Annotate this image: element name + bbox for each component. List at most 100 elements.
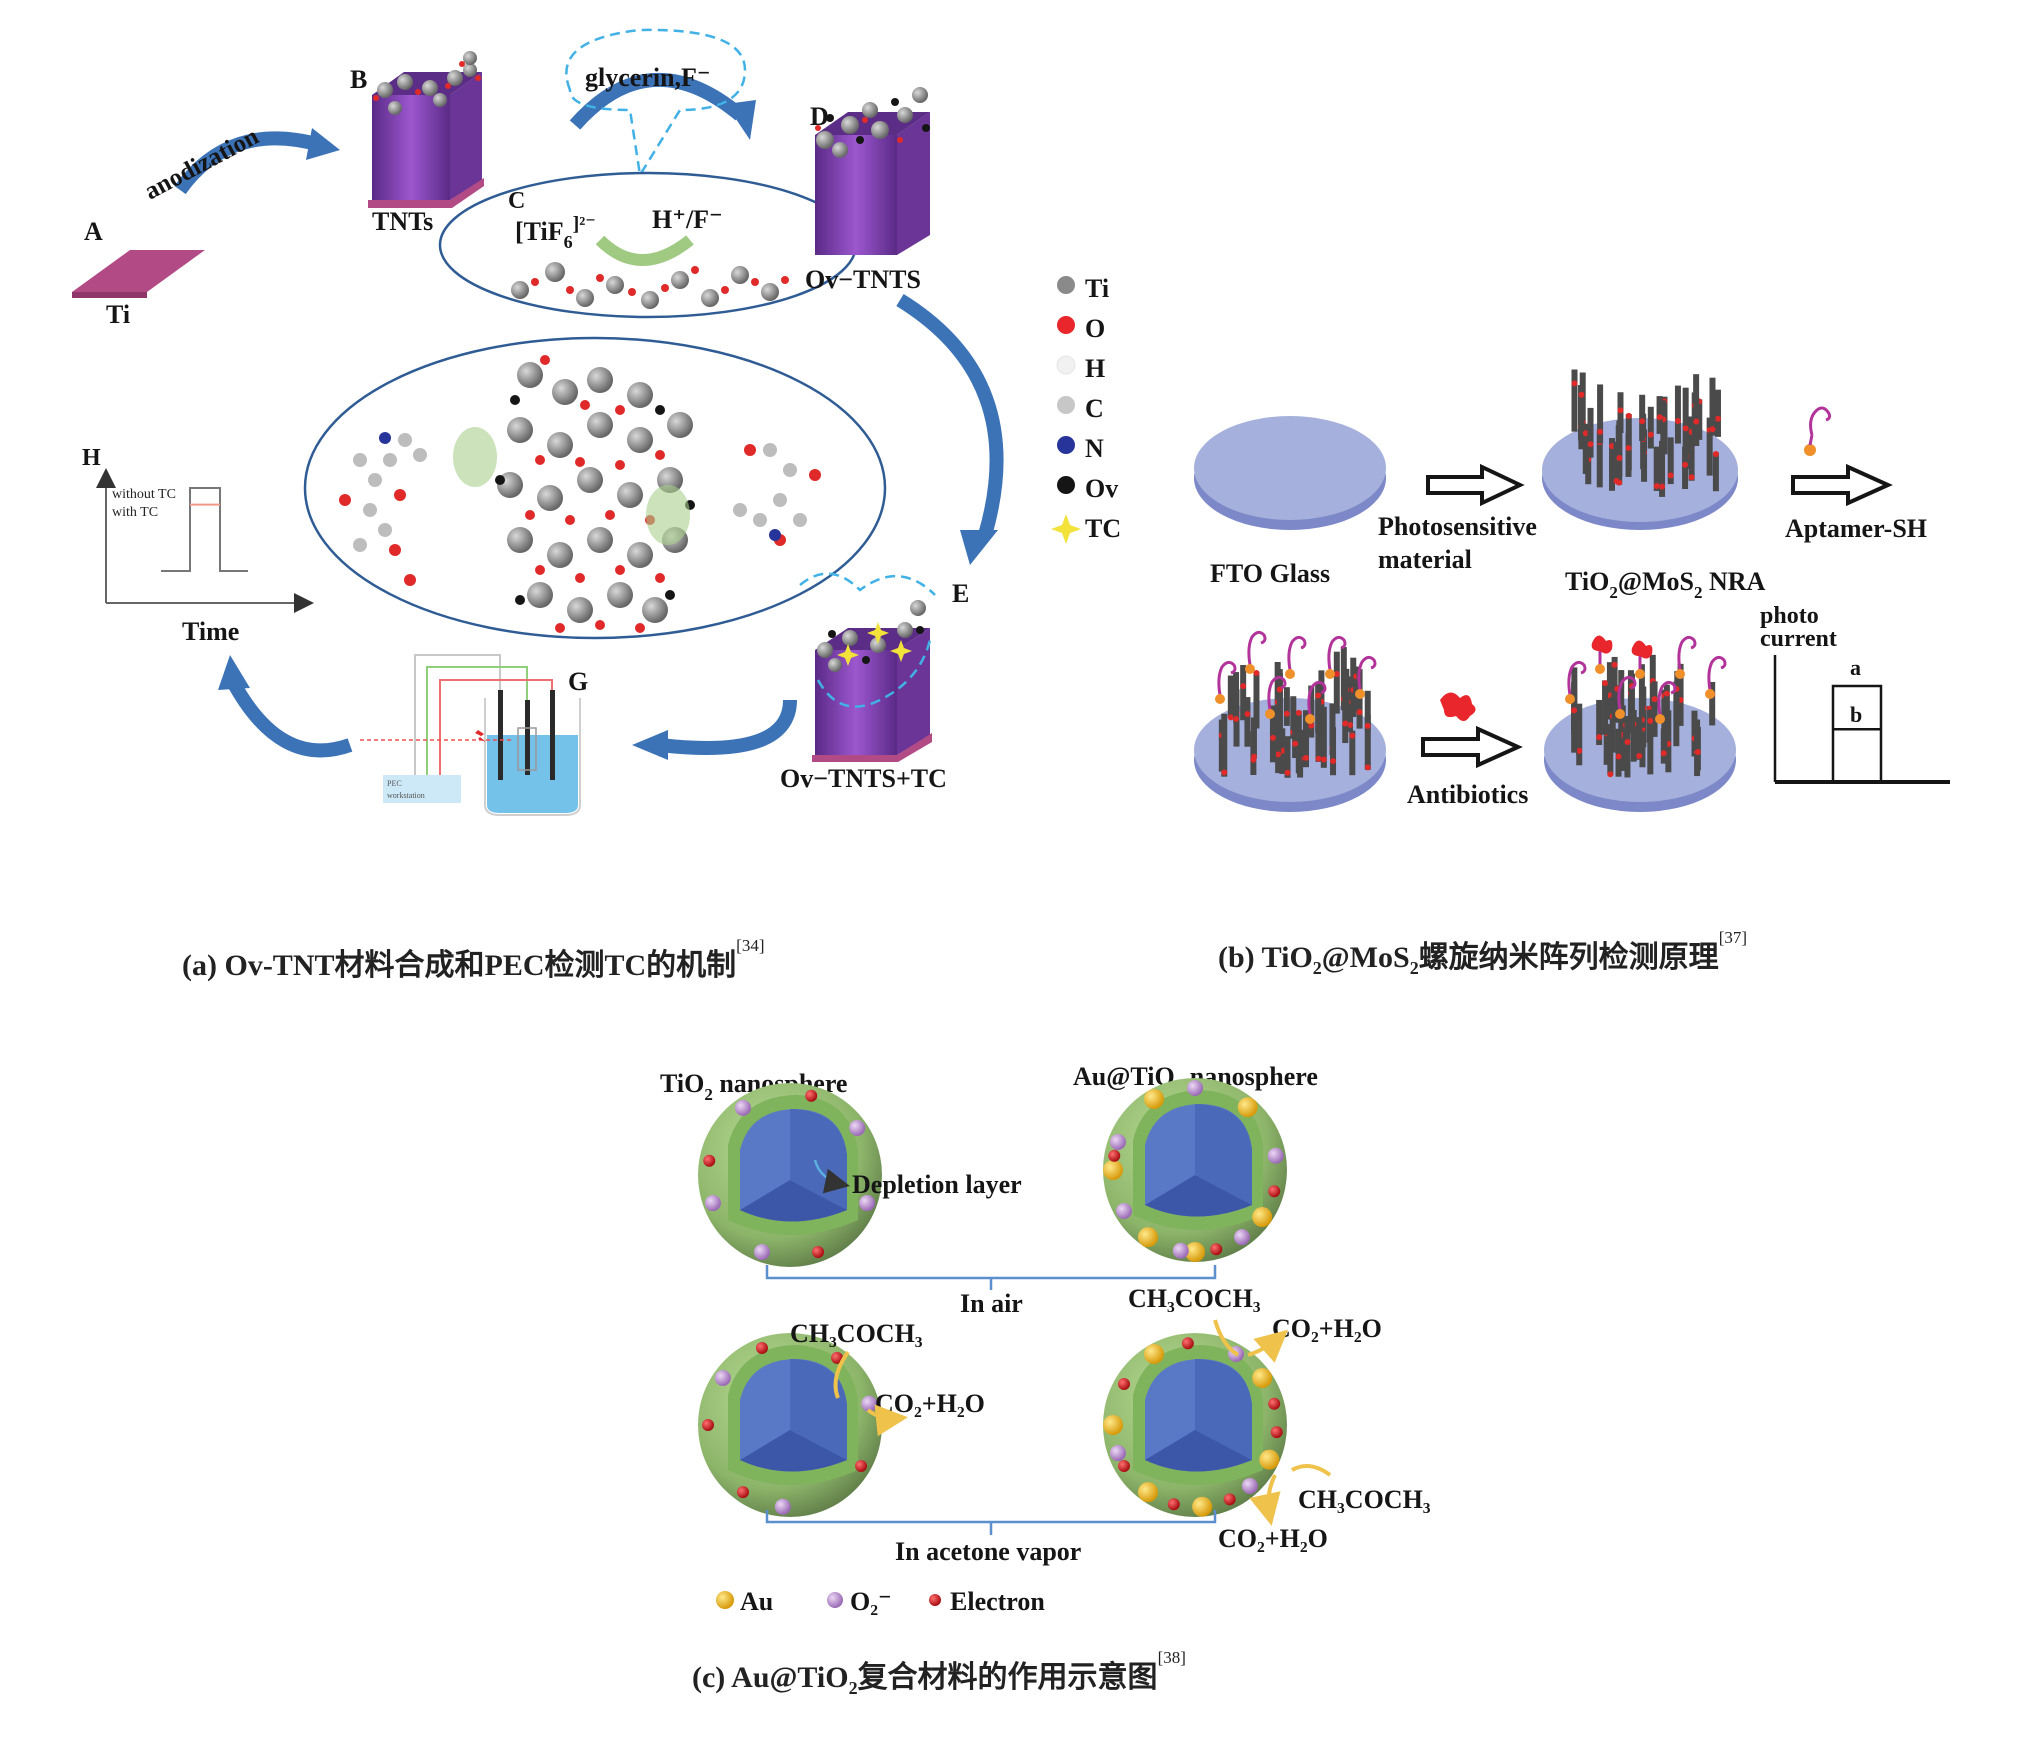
nanorod [1364, 714, 1371, 770]
thiol-dot [1215, 694, 1225, 704]
core-facet [790, 1359, 847, 1460]
nanorod [1349, 730, 1356, 776]
o2-particle [1234, 1229, 1251, 1246]
mos2-dot [1647, 717, 1654, 724]
nanorod [1653, 446, 1660, 491]
mos2-dot [1656, 414, 1663, 421]
au-particle [1137, 1482, 1158, 1503]
thiol-dot [1615, 709, 1625, 719]
aptamer-strand [1657, 680, 1677, 716]
nanorod [1625, 433, 1632, 477]
tc-molecule-left [339, 432, 427, 586]
aptamer-strand [1327, 635, 1347, 671]
nanorod [1227, 675, 1234, 718]
au-particle [1252, 1207, 1273, 1228]
nanorod [1276, 669, 1283, 732]
tio2-sphere-air [698, 1083, 882, 1267]
ov-tnts-tc-block [812, 600, 932, 762]
anodization-label: anodization [140, 123, 263, 206]
mos2-dot [1606, 692, 1613, 699]
reaction-arrow [866, 1404, 908, 1437]
thiol-dot [1305, 714, 1315, 724]
legend-item-h: H [1056, 354, 1105, 383]
panel-a: A Ti anodization B TNTs glycerin,F⁻ C [T… [72, 28, 1121, 816]
ov-atom-icon [1057, 476, 1075, 494]
reaction-arrow [1291, 1464, 1332, 1477]
mos2-dot [1284, 769, 1291, 776]
electron-particle [1223, 1493, 1236, 1506]
core-facet [1195, 1359, 1252, 1460]
nanorod [1295, 710, 1302, 774]
nanorod [1582, 423, 1589, 474]
nanorod [1342, 686, 1349, 744]
tio2-sphere-acetone [698, 1333, 882, 1517]
nanorod [1674, 385, 1681, 444]
reaction-arrow [1249, 1474, 1281, 1526]
dashed-callout-e [799, 572, 936, 708]
nanorod [1318, 670, 1325, 724]
core-facet [1195, 1104, 1252, 1205]
in-air-label: In air [960, 1289, 1023, 1318]
caption-b-ref: [37] [1718, 928, 1748, 947]
fto-label: FTO Glass [1210, 559, 1330, 588]
aptamer-strand [1217, 660, 1237, 696]
ov-tnts-tc-label: Ov−TNTS+TC [780, 764, 947, 793]
ti-label: Ti [106, 300, 130, 329]
tc-star-icon [1051, 514, 1081, 544]
nanorod [1606, 662, 1613, 720]
antibiotics-label: Antibiotics [1407, 780, 1528, 809]
anodization-arrow [174, 131, 322, 195]
nanorod [1340, 647, 1347, 711]
mos2-dot [1712, 451, 1719, 458]
nanorod [1667, 437, 1674, 485]
electron-particle [1268, 1397, 1281, 1410]
step-label-d: D [810, 102, 829, 131]
nanorod [1712, 452, 1719, 492]
nanorod [1221, 713, 1228, 777]
thiol-dot [1595, 664, 1605, 674]
legend-item-ti: Ti [1057, 274, 1109, 303]
nanorod [1290, 696, 1297, 739]
step-label-b: B [350, 65, 367, 94]
legend-label: H [1085, 354, 1105, 383]
nanorod [1628, 673, 1635, 734]
aptamer-strand [1617, 675, 1637, 711]
e-to-g-arrow [659, 699, 797, 755]
signal-plot: without TC with TC [96, 468, 314, 613]
dashed-callout [565, 28, 747, 179]
mos2-dot [1292, 740, 1299, 747]
particle-icon [716, 1591, 734, 1609]
o2-particle [704, 1195, 721, 1212]
arrow-head [306, 128, 340, 160]
h-f-label: H⁺/F⁻ [652, 205, 723, 234]
nanorod [1624, 721, 1631, 778]
nanorod [1330, 727, 1337, 776]
caption-c-ref: [38] [1157, 1648, 1186, 1667]
fto-glass-disc [1194, 416, 1386, 530]
photocurrent-plot: a b [1773, 655, 1950, 784]
step-label-e: E [952, 579, 969, 608]
nanorod [1677, 663, 1684, 726]
mos2-dot [1611, 661, 1618, 668]
aptamer-strand [1707, 655, 1727, 691]
mos2-dot [1625, 445, 1632, 452]
electron-particle [831, 1351, 844, 1364]
step-label-a: A [84, 217, 103, 246]
particle-icon [929, 1594, 941, 1606]
nanorod [1284, 736, 1291, 778]
nanorod [1603, 723, 1610, 765]
electron-particle [1270, 1426, 1283, 1439]
o2-particle [714, 1369, 731, 1386]
tnts-block [368, 51, 484, 208]
nanorod [1315, 712, 1322, 762]
legend-label: C [1085, 394, 1104, 423]
photocurrent-label-1: photo [1760, 603, 1819, 629]
antibiotic-bound-icon [1591, 635, 1613, 654]
legend-item-tc: TC [1051, 514, 1121, 544]
mos2-dot [1364, 764, 1371, 771]
mos2-dot [1607, 771, 1614, 778]
mos2-dot [1244, 711, 1251, 718]
label-a: a [1850, 655, 1861, 680]
nra-disc [1542, 369, 1738, 530]
